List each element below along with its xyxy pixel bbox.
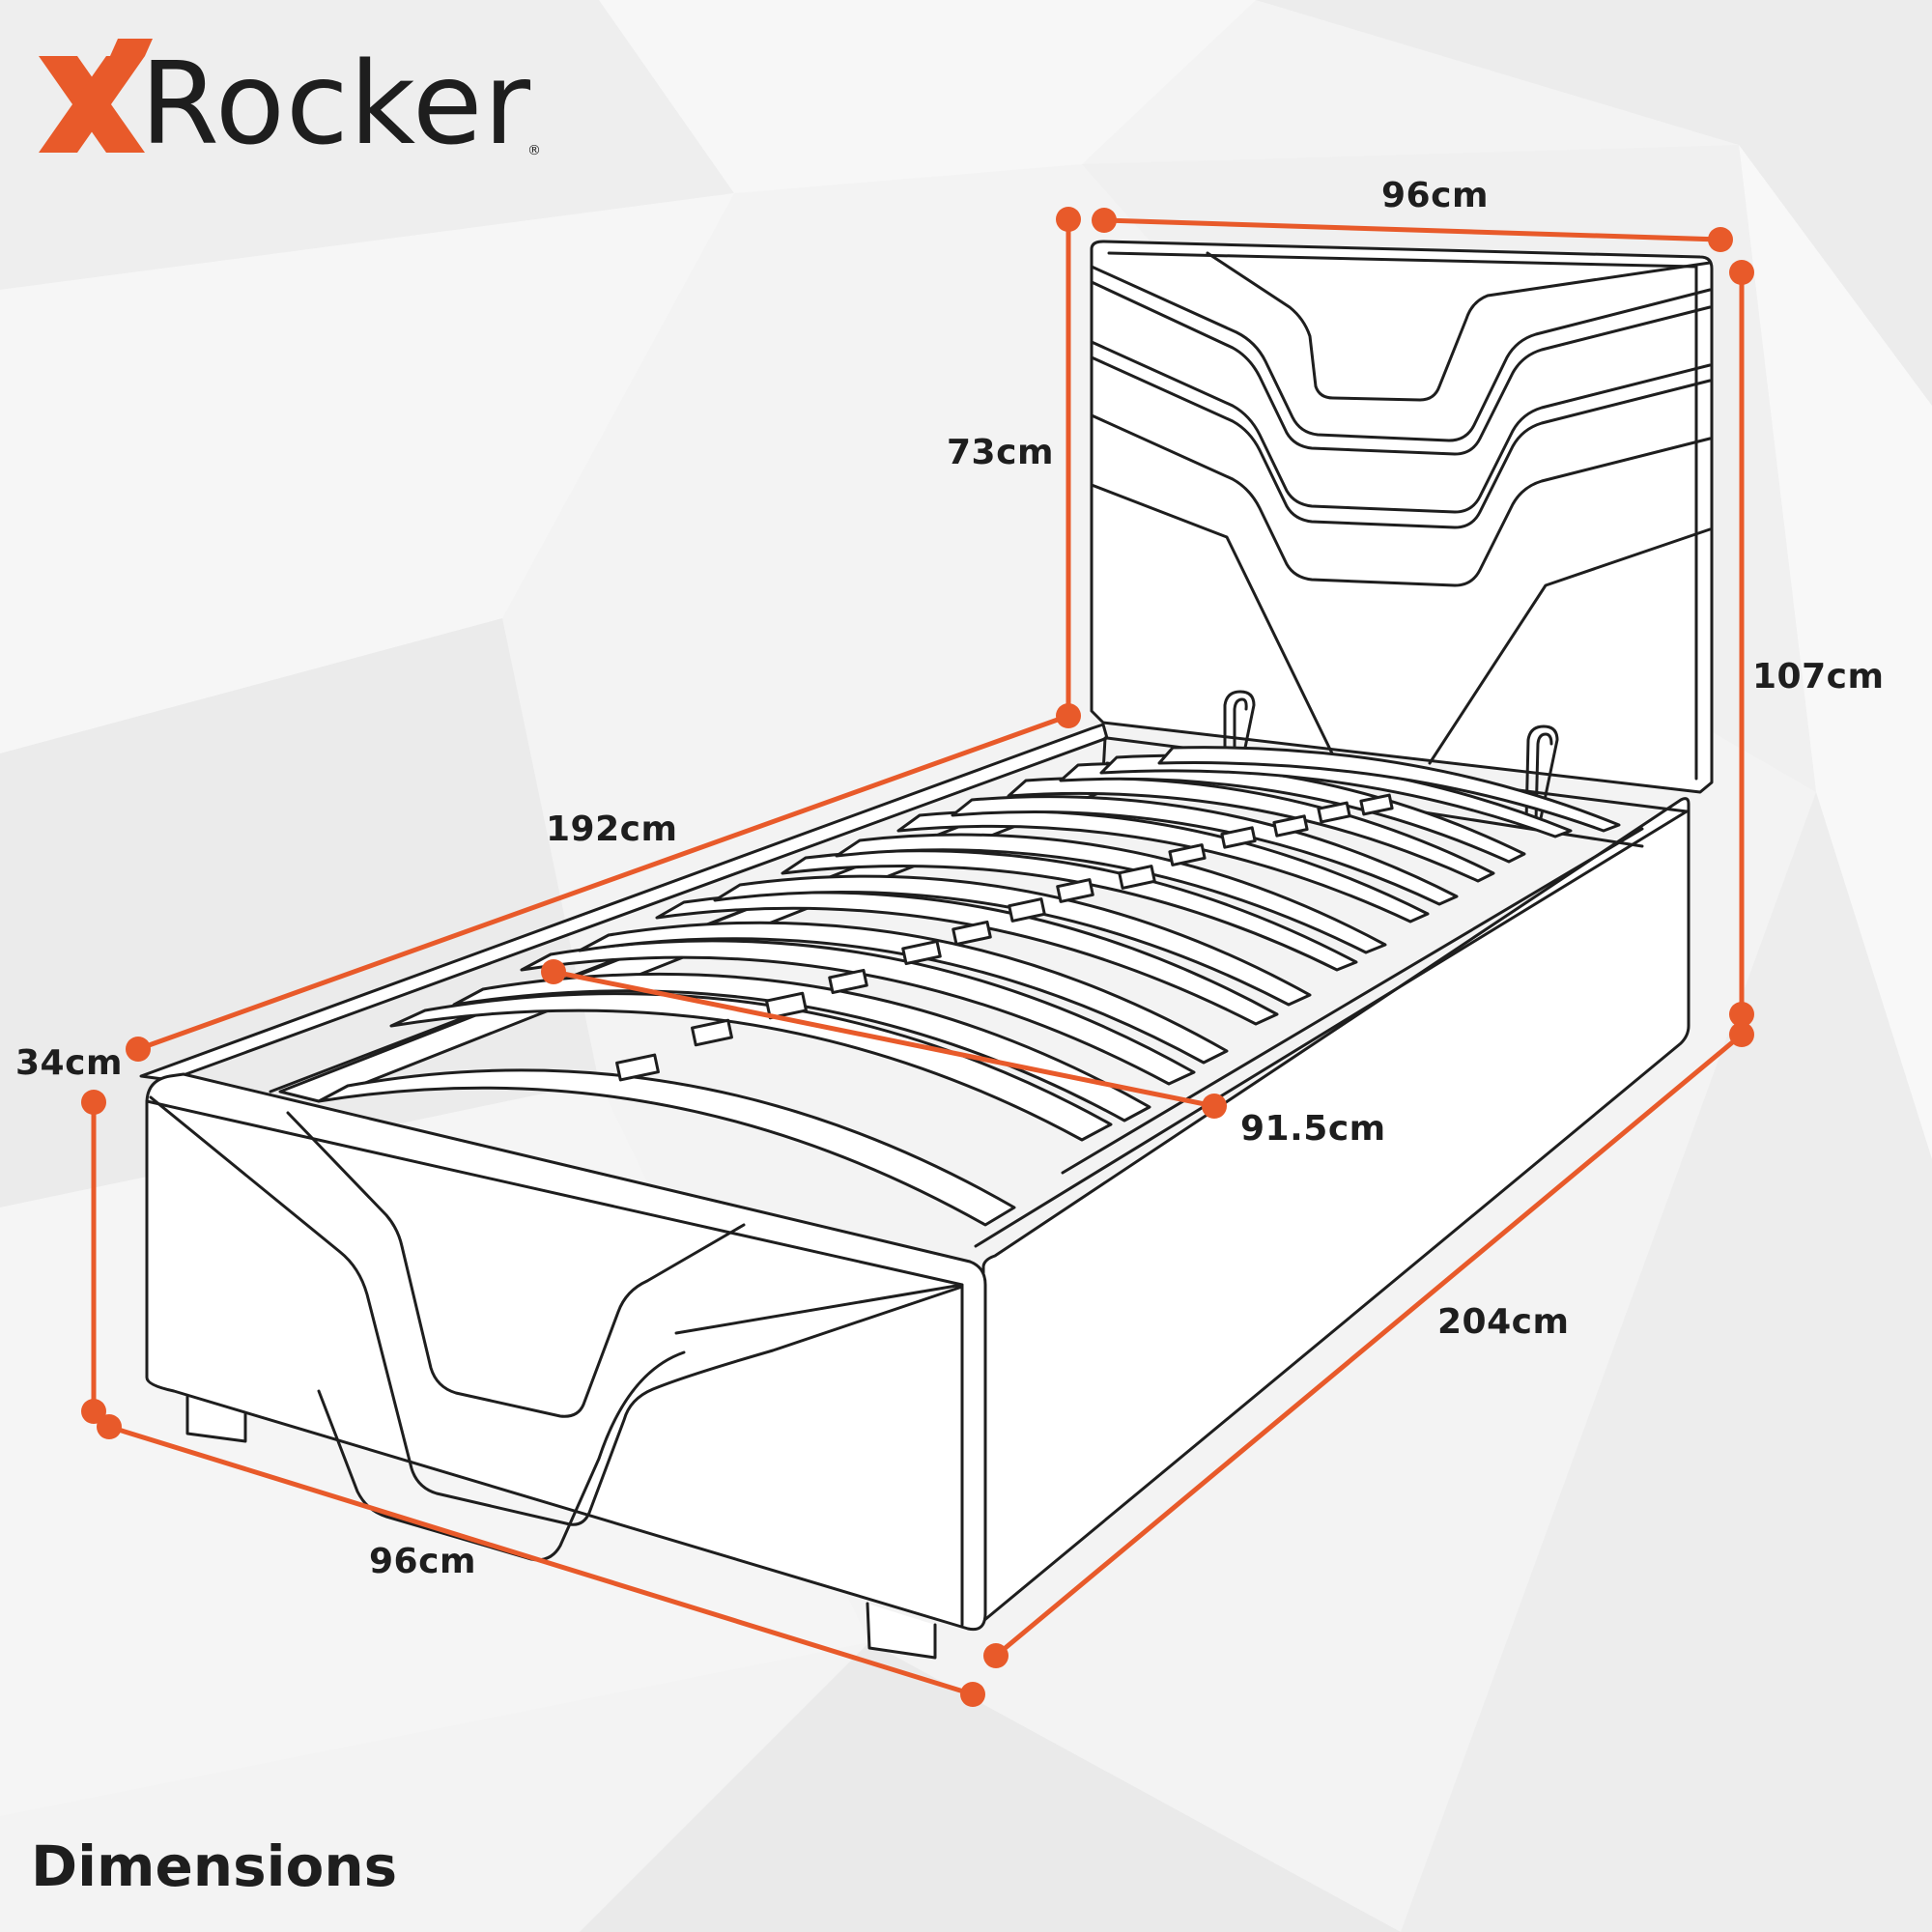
dim-dot [81,1399,106,1424]
dim-dot [1708,227,1733,252]
dim-dot [1056,703,1081,728]
label-inner-width: 91.5cm [1240,1109,1386,1149]
dim-line-total-length [993,1032,1745,1659]
dim-dot [1729,1022,1754,1047]
footboard-pattern [149,1095,964,1562]
label-foot-width: 96cm [369,1542,476,1581]
brand-logo-text: Rocker [140,37,531,170]
leg-front-right [866,1602,937,1660]
headboard-inner-edge [1107,251,1698,781]
dim-dot [1056,207,1081,232]
dim-dot [97,1414,122,1439]
dimension-lines [91,216,1745,1697]
dim-line-headboard-width [1101,217,1723,242]
label-total-height: 107cm [1752,657,1885,696]
dim-dot [1729,1002,1754,1027]
headboard-pattern [1090,251,1712,765]
lift-handle-left [1223,690,1256,784]
slat-holders [615,793,1394,1082]
label-total-length: 204cm [1437,1302,1570,1342]
footboard [145,1072,987,1632]
inner-frame-right [974,810,1689,1248]
brand-x-mark-icon [39,39,153,153]
dim-dot [1092,208,1117,233]
dim-dot [1729,260,1754,285]
label-side-length: 192cm [546,810,678,849]
dim-line-inner-width [551,969,1217,1109]
dim-dot [81,1090,106,1115]
headboard [1090,240,1714,794]
leg-front-left [185,1395,247,1443]
dim-dot [126,1037,151,1062]
bed-drawing [139,240,1714,1660]
lift-handle-right [1524,724,1559,825]
slats [278,746,1621,1227]
dim-dot [983,1643,1009,1668]
dim-line-side-length [135,713,1071,1052]
brand-registered-mark: ® [527,143,541,158]
label-headboard-width: 96cm [1381,176,1489,215]
label-headboard-height: 73cm [947,433,1054,472]
label-foot-height: 34cm [15,1043,123,1083]
page-caption: Dimensions [31,1833,398,1899]
dim-line-foot-width [106,1424,976,1697]
dimension-endpoints [81,207,1754,1707]
dim-dot [960,1682,985,1707]
dim-dot [1202,1094,1227,1119]
dim-dot [541,959,566,984]
side-panel [981,797,1690,1623]
